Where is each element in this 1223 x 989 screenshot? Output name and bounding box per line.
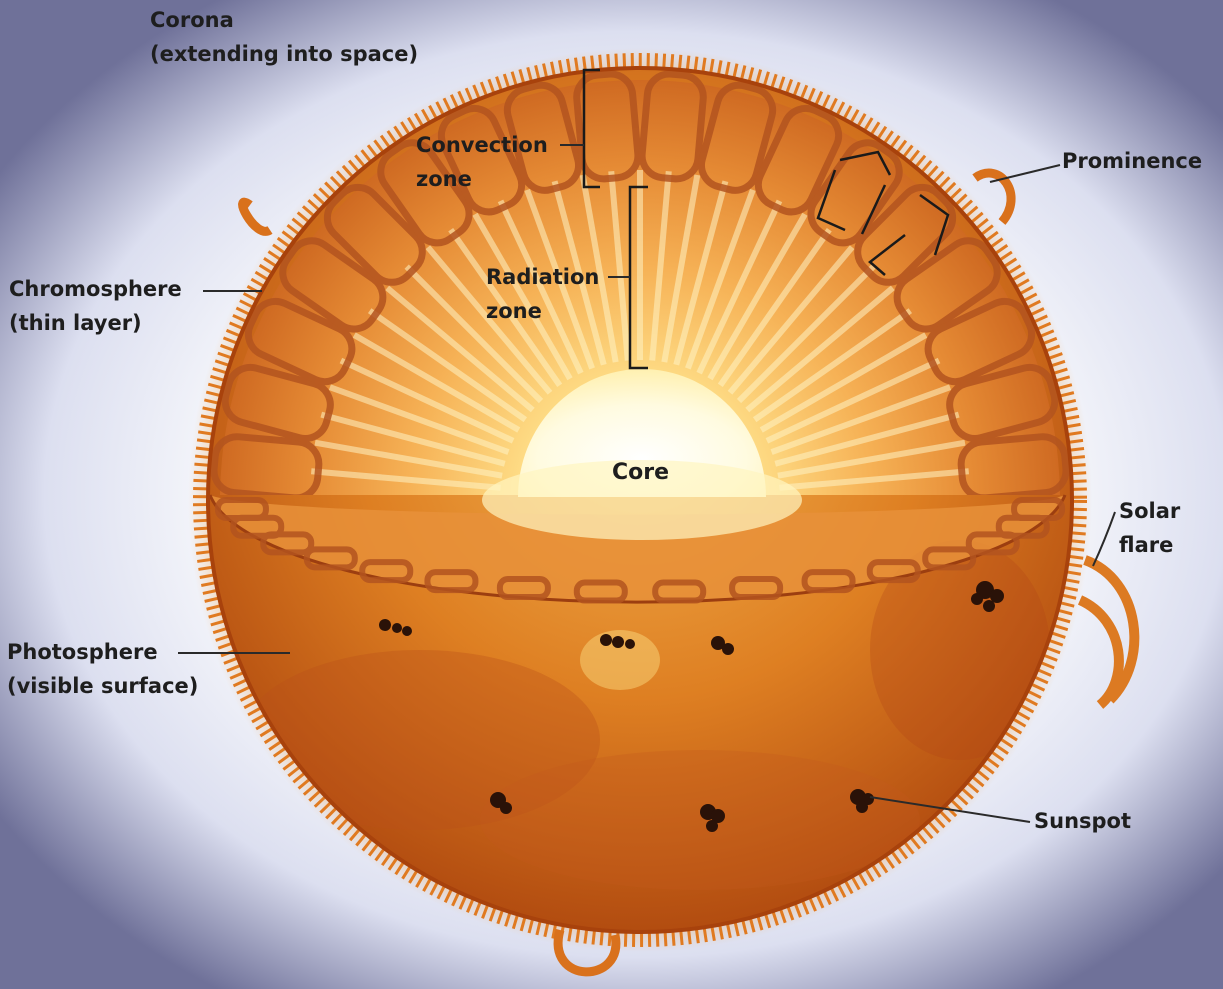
solar-flare-plume xyxy=(1080,560,1134,705)
sunspot-label: Sunspot xyxy=(1034,804,1131,838)
photosphere-label: Photosphere(visible surface) xyxy=(7,635,198,703)
prominence-label: Prominence xyxy=(1062,144,1202,178)
chromosphere-label: Chromosphere(thin layer) xyxy=(9,272,182,340)
core-label: Core xyxy=(612,456,669,490)
corona-label: Corona(extending into space) xyxy=(150,3,418,71)
